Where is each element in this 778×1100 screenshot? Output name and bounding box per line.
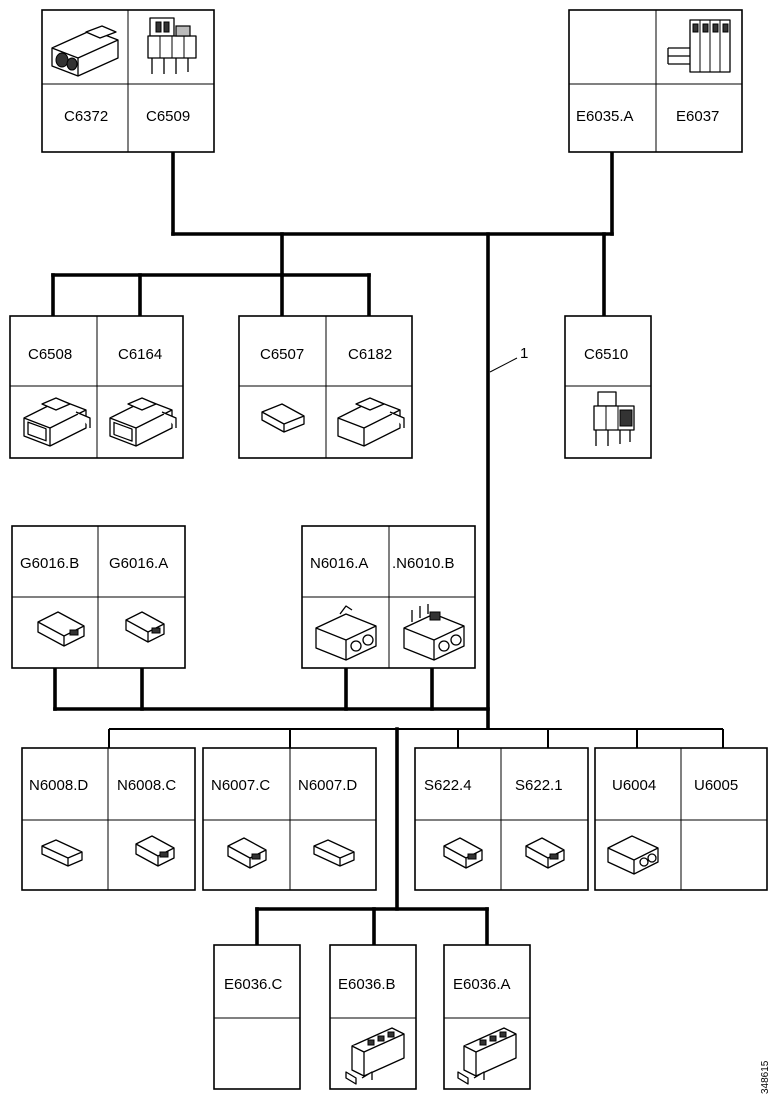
connector-e6036b-icon	[345, 1027, 405, 1085]
connector-n6010b-icon	[403, 604, 465, 661]
connector-s6224-icon	[443, 837, 483, 869]
connector-c6510-icon	[593, 391, 635, 446]
connector-c6508-label: C6508	[28, 346, 72, 363]
connector-e6036b-label: E6036.B	[338, 976, 396, 993]
connector-c6510-label: C6510	[584, 346, 628, 363]
connector-c6182-icon	[337, 397, 405, 447]
connector-group-e6035a-e6037: E6035.A E6037	[568, 9, 743, 153]
connector-group-s622: S622.4 S622.1	[414, 747, 589, 891]
wire-label: 1	[520, 345, 528, 362]
connector-n6007d-icon	[313, 839, 355, 867]
connector-e6035a-label: E6035.A	[576, 108, 634, 125]
connector-e6036a-icon	[457, 1027, 517, 1085]
connector-c6507-icon	[261, 403, 305, 433]
connector-group-c6510: C6510	[564, 315, 652, 459]
connector-g6016b-icon	[37, 611, 85, 647]
connector-n6008d-icon	[41, 839, 83, 867]
connector-group-g6016: G6016.B G6016.A	[11, 525, 186, 669]
connector-n6007c-label: N6007.C	[211, 777, 270, 794]
connector-group-u600x: U6004 U6005	[594, 747, 768, 891]
connector-g6016a-label: G6016.A	[109, 555, 168, 572]
connector-s6221-label: S622.1	[515, 777, 563, 794]
connector-n6016a-label: N6016.A	[310, 555, 368, 572]
connector-s6224-label: S622.4	[424, 777, 472, 794]
connector-group-n6007: N6007.C N6007.D	[202, 747, 377, 891]
connector-u6004-icon	[607, 835, 659, 875]
connector-u6005-label: U6005	[694, 777, 738, 794]
connector-group-c6372-c6509: C6372 C6509	[41, 9, 215, 153]
connector-c6372-label: C6372	[64, 108, 108, 125]
connector-c6509-icon	[147, 17, 197, 74]
connector-c6164-icon	[109, 397, 177, 447]
connector-g6016a-icon	[125, 611, 165, 643]
connector-n6007c-icon	[227, 837, 267, 869]
connector-group-c6507-c6182: C6507 C6182	[238, 315, 413, 459]
connector-c6164-label: C6164	[118, 346, 162, 363]
connector-c6507-label: C6507	[260, 346, 304, 363]
connector-e6037-label: E6037	[676, 108, 719, 125]
connector-n6010b-label: .N6010.B	[392, 555, 455, 572]
connector-group-e6036c: E6036.C	[213, 944, 301, 1090]
connector-group-e6036b: E6036.B	[329, 944, 417, 1090]
connector-g6016b-label: G6016.B	[20, 555, 79, 572]
connector-e6036a-label: E6036.A	[453, 976, 511, 993]
connector-n6007d-label: N6007.D	[298, 777, 357, 794]
connector-u6004-label: U6004	[612, 777, 656, 794]
harness-wires	[51, 150, 724, 947]
connector-n6008d-label: N6008.D	[29, 777, 88, 794]
connector-n6008c-icon	[135, 835, 175, 867]
connector-c6509-label: C6509	[146, 108, 190, 125]
connector-e6036c-label: E6036.C	[224, 976, 283, 993]
connector-c6182-label: C6182	[348, 346, 392, 363]
connector-n6016a-icon	[315, 605, 377, 661]
connector-e6037-icon	[667, 19, 731, 73]
connector-group-n6016-n6010: N6016.A .N6010.B	[301, 525, 476, 669]
connector-group-c6508-c6164: C6508 C6164	[9, 315, 184, 459]
connector-c6508-icon	[23, 397, 91, 447]
connector-group-e6036a: E6036.A	[443, 944, 531, 1090]
connector-s6221-icon	[525, 837, 565, 869]
connector-n6008c-label: N6008.C	[117, 777, 176, 794]
reference-number: 348615	[760, 1060, 771, 1094]
connector-c6372-icon	[51, 25, 119, 77]
connector-group-n6008: N6008.D N6008.C	[21, 747, 196, 891]
